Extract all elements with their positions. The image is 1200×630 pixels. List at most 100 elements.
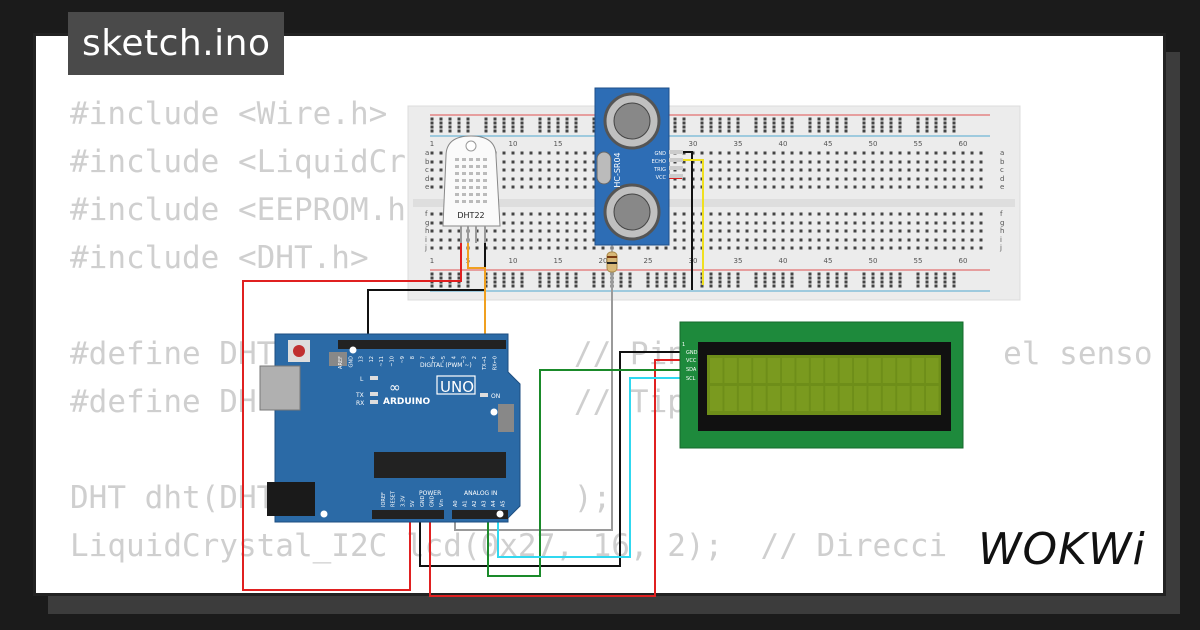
arduino-pin-label: IOREF (381, 492, 387, 507)
breadboard-row-letter: d (1000, 175, 1004, 183)
breadboard-row-letter: f (1000, 210, 1003, 218)
breadboard-column-number: 40 (779, 140, 788, 148)
breadboard-row-letter: a (1000, 149, 1004, 157)
breadboard-row-letter: h (425, 227, 429, 235)
arduino-pin-label: ~10 (390, 356, 396, 367)
lcd-pin1-label: 1 (682, 342, 685, 348)
hc-sr04-label: HC-SR04 (613, 152, 622, 187)
arduino-pin-label: 2 (472, 356, 478, 359)
breadboard-column-number: 50 (869, 257, 878, 265)
code-line: DHT dht(DHT ); (70, 480, 612, 516)
breadboard-row-letter: d (425, 175, 429, 183)
arduino-power-label: POWER (419, 490, 441, 497)
breadboard-column-number: 45 (824, 257, 833, 265)
arduino-pin-label: A2 (472, 500, 478, 507)
breadboard-column-number: 10 (509, 140, 518, 148)
arduino-led-rx: RX (356, 400, 364, 407)
arduino-pin-label: A4 (491, 500, 497, 507)
hc-pin-trig: TRIG (653, 167, 666, 173)
arduino-pin-label: ~3 (462, 356, 468, 363)
breadboard-column-number: 60 (959, 140, 968, 148)
arduino-pin-label: GND (430, 495, 436, 507)
breadboard-row-letter: g (1000, 219, 1004, 227)
wire-red-power (242, 243, 462, 591)
code-line: #include <Wire.h> (70, 96, 388, 132)
arduino-pin-label: 3.3V (400, 495, 406, 507)
arduino-pin-label: A3 (482, 500, 488, 507)
code-background: #include <Wire.h> #include <LiquidCr #in… (70, 90, 1153, 570)
wire-yellow-hc-trig (682, 159, 704, 285)
breadboard-column-number: 1 (430, 140, 434, 148)
breadboard-column-number: 25 (644, 257, 653, 265)
breadboard-row-letter: c (1000, 166, 1004, 174)
arduino-on-label: ON (491, 393, 500, 400)
lcd-pin-gnd: GND (686, 350, 698, 356)
arduino-pin-label: GND (420, 495, 426, 507)
breadboard-column-number: 55 (914, 140, 923, 148)
arduino-digital-label: DIGITAL (PWM ~) (420, 362, 472, 369)
arduino-pin-label: TX→1 (482, 356, 488, 371)
arduino-pin-label: ~11 (379, 356, 385, 367)
arduino-infinity-icon: ∞ (389, 380, 401, 396)
breadboard-row-letter: b (1000, 158, 1005, 166)
breadboard-column-number: 35 (734, 257, 743, 265)
arduino-pin-label: 4 (451, 356, 457, 359)
arduino-pin-label: 7 (420, 356, 426, 359)
resistor[interactable] (606, 245, 618, 282)
wire-black-dht-gnd (367, 243, 486, 342)
arduino-pin-label: RESET (391, 490, 397, 507)
breadboard-row-letter: h (1000, 227, 1004, 235)
breadboard-row-letter: c (425, 166, 429, 174)
breadboard-row-letter: g (425, 219, 429, 227)
breadboard-row-letter: e (1000, 183, 1004, 191)
arduino-pin-label: AREF (338, 356, 344, 369)
arduino-pin-label: 13 (359, 356, 365, 362)
hc-pin-gnd: GND (655, 151, 667, 157)
arduino-pin-label: A0 (453, 500, 459, 507)
lcd-display[interactable]: 1 GND VCC SDA SCL (679, 321, 964, 449)
breadboard-row-letter: j (999, 244, 1002, 252)
breadboard-column-number: 15 (554, 257, 563, 265)
breadboard-row-letter: e (425, 183, 429, 191)
wires (242, 151, 704, 597)
breadboard-column-number: 40 (779, 257, 788, 265)
wire-cyan-scl (497, 377, 684, 558)
arduino-pin-label: Vin (439, 499, 445, 507)
arduino-pin-label: A1 (463, 500, 469, 507)
code-line: #include <LiquidCr (70, 144, 406, 180)
breadboard: 1155101015152020252530303535404045455050… (407, 105, 1021, 301)
breadboard-column-number: 45 (824, 140, 833, 148)
wokwi-logo: WOKWi (978, 524, 1146, 575)
breadboard-row-letter: b (425, 158, 430, 166)
code-line: #include <EEPROM.h (70, 192, 406, 228)
breadboard-column-number: 30 (689, 140, 698, 148)
breadboard-column-number: 55 (914, 257, 923, 265)
hc-sr04-sensor[interactable]: HC-SR04 VCC TRIG ECHO GND (594, 87, 683, 246)
arduino-pin-label: ~5 (441, 356, 447, 363)
breadboard-row-letter: f (425, 210, 428, 218)
breadboard-column-number: 1 (430, 257, 434, 265)
hc-pin-echo: ECHO (652, 159, 666, 165)
breadboard-column-number: 15 (554, 140, 563, 148)
breadboard-row-letter: i (425, 236, 427, 244)
lcd-pin-vcc: VCC (686, 358, 697, 364)
code-line: #define DH // Tipo (70, 384, 705, 420)
breadboard-column-number: 50 (869, 140, 878, 148)
arduino-model: UNO (440, 378, 474, 396)
wire-black-hc-gnd (682, 151, 693, 290)
code-line: #include <DHT.h> (70, 240, 369, 276)
arduino-pin-label: A5 (501, 500, 507, 507)
lcd-pin-scl: SCL (686, 376, 696, 382)
file-tab[interactable]: sketch.ino (68, 12, 285, 75)
code-line: LiquidCrystal_I2C lcd(0x27, 16, 2); // D… (70, 528, 948, 564)
dht22-sensor[interactable]: DHT22 (442, 135, 501, 243)
arduino-pin-label: RX←0 (493, 356, 499, 370)
breadboard-column-number: 60 (959, 257, 968, 265)
wire-red-lcd-vcc (429, 359, 684, 597)
